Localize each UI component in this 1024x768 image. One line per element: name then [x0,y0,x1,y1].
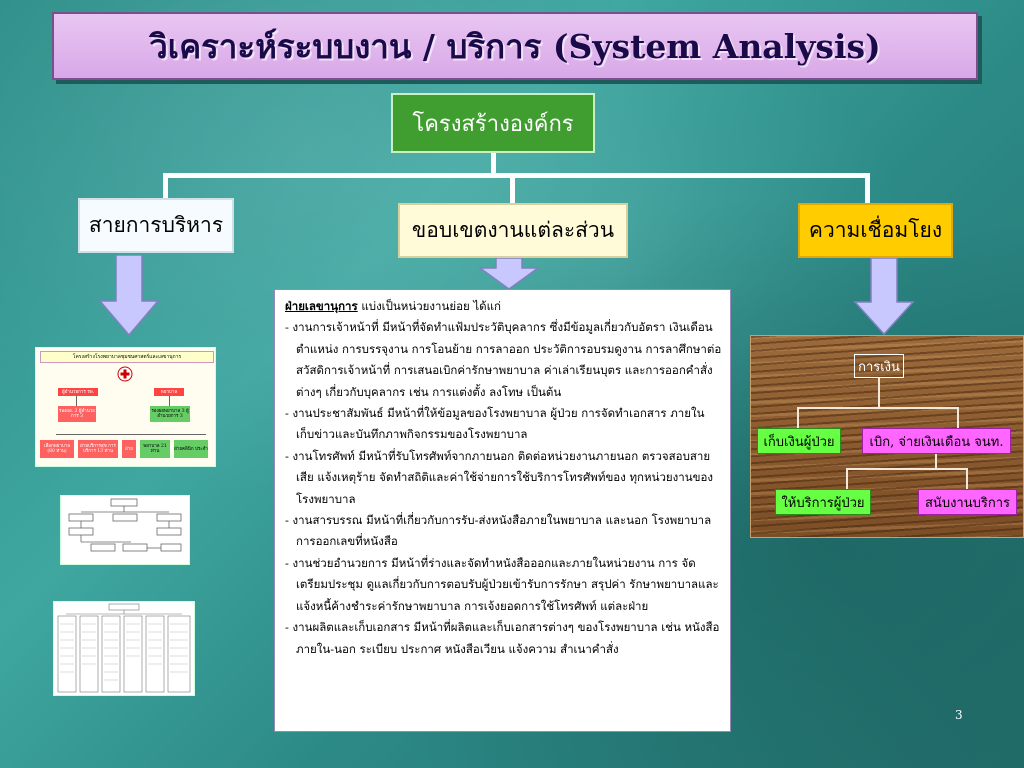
hospital-logo-icon [117,366,133,382]
arrow-down-right-icon [853,258,915,336]
thumb-nurse: พยาบาล [154,388,184,396]
thumb-bottom-box: ฝ่าย [122,440,136,458]
scope-heading-line: ฝ่ายเลขานุการ แบ่งเป็นหน่วยงานย่อย ได้แก… [285,296,722,317]
work-scope-box: ขอบเขตงานแต่ละส่วน [398,203,628,258]
arrow-down-left-icon [98,255,160,337]
finance-line-r1 [957,407,959,428]
connector-left-down [163,173,168,200]
scope-item: - งานช่วยอำนวยการ มีหน้าที่ร่างและจัดทำห… [285,555,719,613]
scope-description-panel: ฝ่ายเลขานุการ แบ่งเป็นหน่วยงานย่อย ได้แก… [274,289,731,732]
thumb-sub-left: รองผอ. 3 ผู้อำนวยการ 3 [58,406,96,422]
connector-right-down [865,173,870,205]
slide-title-bar: วิเคราะห์ระบบงาน / บริการ (System Analys… [52,12,978,80]
secretary-dept-heading: ฝ่ายเลขานุการ [285,299,358,313]
org-chart-thumbnail: โครงสร้างโรงพยาบาลชุมชนศาสตร์และเลขานุกา… [35,347,216,467]
disburse-salary-box: เบิก, จ่ายเงินเดือน จนท. [862,428,1011,454]
thumb-title: โครงสร้างโรงพยาบาลชุมชนศาสตร์และเลขานุกา… [40,351,214,363]
finance-root-box: การเงิน [854,354,904,378]
relationship-box: ความเชื่อมโยง [798,203,953,258]
task-table-thumbnail [53,601,195,696]
finance-line-l1 [797,407,799,428]
finance-line-root [878,378,880,408]
thumb-bottom-box: เลือกพยาบาล (80 ท่าน) [40,440,74,458]
scope-item: - งานโทรศัพท์ มีหน้าที่รับโทรศัพท์จากภาย… [285,448,713,506]
scope-item: - งานการเจ้าหน้าที่ มีหน้าที่จัดทำแฟ้มปร… [285,320,722,399]
connector-root-down [491,153,496,175]
flowchart-thumbnail [60,495,190,565]
org-structure-box: โครงสร้างองค์กร [391,93,595,153]
scope-item: - งานสารบรรณ มีหน้าที่เกี่ยวกับการรับ-ส่… [285,513,712,549]
arrow-down-mid-icon [478,258,540,290]
finance-line-l2 [846,468,848,489]
connector-horizontal [163,173,868,178]
task-table-diagram-icon [57,603,191,693]
finance-line-r2 [966,468,968,489]
finance-line-h2 [846,468,968,470]
admin-line-box: สายการบริหาร [78,198,234,253]
flowchart-diagram-icon [68,498,182,552]
connector-mid-down [510,173,515,205]
thumb-bottom-box: พยาบาล 21 ท่าน [140,440,170,458]
thumb-bottom-box: ฝ่ายคลินิก ประจำ [174,440,208,458]
collect-payment-box: เก็บเงินผู้ป่วย [757,428,841,454]
slide-title: วิเคราะห์ระบบงาน / บริการ (System Analys… [149,26,881,66]
heading-rest-text: แบ่งเป็นหน่วยงานย่อย ได้แก่ [357,299,502,313]
thumb-sub-right: รองผอพยาบาล 3 ผู้อำนวยการ 3 [150,406,190,422]
thumb-bottom-box: ฝ่ายบริการสุข การบริการ 13 ท่าน [78,440,118,458]
scope-item: - งานประชาสัมพันธ์ มีหน้าที่ให้ข้อมูลของ… [285,406,705,442]
patient-service-box: ให้บริการผู้ป่วย [775,489,871,515]
scope-item: - งานผลิตและเก็บเอกสาร มีหน้าที่ผลิตและเ… [285,620,720,656]
finance-line-disburse-down [935,454,937,469]
finance-line-h1 [797,407,959,409]
thumb-director: ผู้อำนวยการ รพ. [58,388,98,396]
page-number: 3 [955,708,963,722]
service-support-box: สนับงานบริการ [918,489,1017,515]
